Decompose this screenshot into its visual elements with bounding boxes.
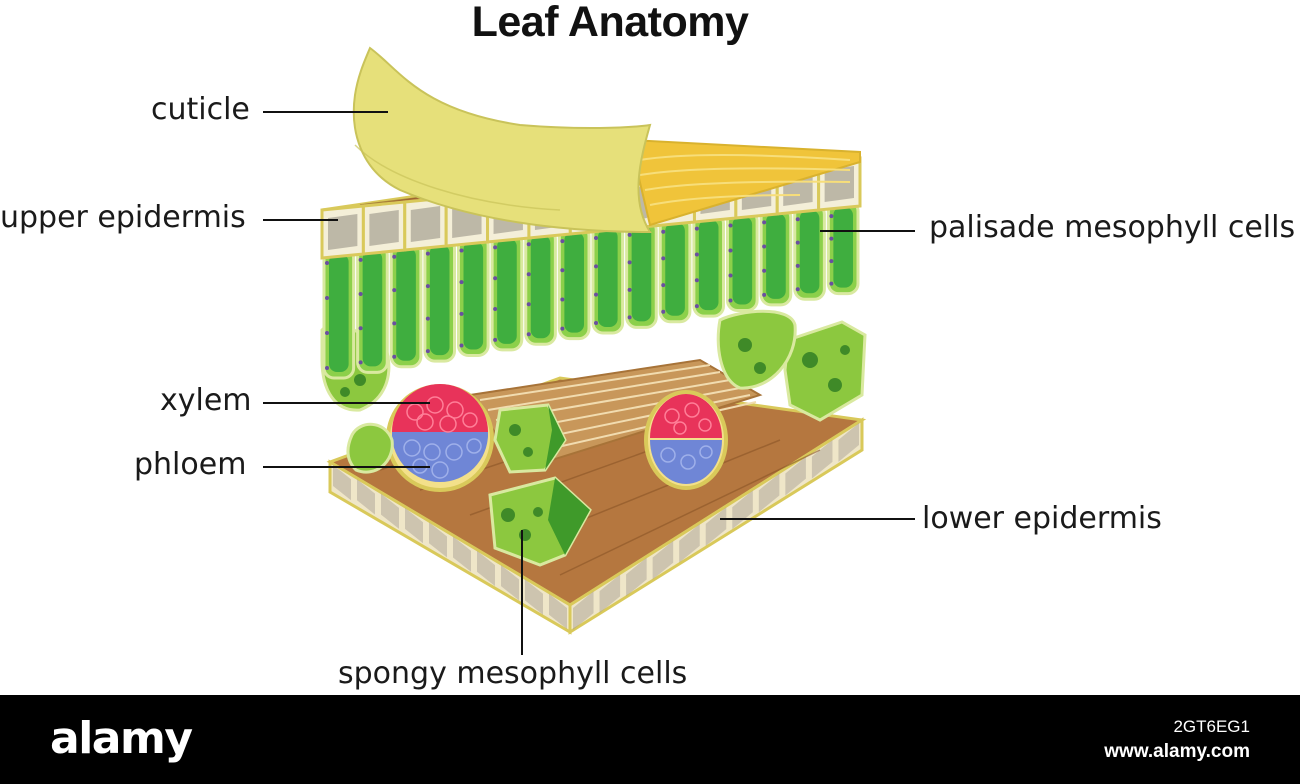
spongy-mesophyll-cells: [320, 309, 867, 567]
page-title: Leaf Anatomy: [471, 0, 749, 46]
epidermis-cell: [549, 593, 567, 629]
epidermis-cell: [652, 540, 674, 580]
epidermis-cell: [429, 522, 447, 558]
vascular-bundle-right: [644, 390, 728, 490]
palisade-cell: [759, 205, 793, 307]
palisade-cell: [625, 218, 658, 329]
epidermis-cell: [838, 423, 859, 462]
site-url: www.alamy.com: [1104, 741, 1250, 762]
footer-bar: alamy 2GT6EG1 www.alamy.com: [0, 695, 1300, 784]
epidermis-cell: [705, 507, 727, 546]
palisade-cell: [389, 240, 423, 369]
epidermis-cell: [381, 493, 399, 529]
palisade-cell: [793, 202, 826, 301]
epidermis-cell: [405, 507, 423, 544]
label-cuticle: cuticle: [151, 92, 250, 127]
vascular-bundle-left: [386, 384, 494, 492]
palisade-cell: [356, 243, 389, 374]
label-upper-epidermis: upper epidermis: [0, 200, 246, 235]
epidermis-cell: [811, 439, 833, 479]
epidermis-cell: [599, 574, 621, 614]
epidermis-cell: [477, 550, 495, 587]
leaf-cross-section-diagram: [263, 46, 915, 655]
palisade-cell: [658, 215, 692, 324]
epidermis-cell: [626, 557, 647, 597]
palisade-cell: [692, 212, 725, 318]
epidermis-cell: [573, 591, 594, 630]
palisade-cell: [457, 234, 490, 357]
brand-logo: alamy: [50, 713, 193, 764]
palisade-cell: [557, 224, 591, 341]
epidermis-cell: [453, 536, 471, 572]
palisade-cell: [490, 230, 524, 352]
label-palisade-mesophyll: palisade mesophyll cells: [929, 210, 1296, 245]
label-phloem: phloem: [134, 447, 247, 482]
palisade-cell: [524, 227, 557, 346]
epidermis-cell: [320, 204, 365, 260]
palisade-cell: [591, 221, 625, 335]
palisade-cell: [826, 199, 860, 296]
epidermis-cell: [679, 523, 700, 563]
epidermis-cell: [758, 473, 780, 513]
epidermis-cell: [357, 479, 375, 515]
cuticle-layer: [352, 46, 861, 234]
palisade-cell: [423, 237, 456, 363]
epidermis-cell: [501, 565, 519, 601]
epidermis-cell: [403, 196, 448, 252]
palisade-cell: [726, 209, 759, 312]
label-xylem: xylem: [160, 383, 252, 418]
epidermis-cell: [361, 200, 407, 256]
leader-lines: [263, 111, 915, 655]
label-lower-epidermis: lower epidermis: [922, 501, 1162, 536]
epidermis-cell: [333, 465, 351, 501]
label-spongy-mesophyll: spongy mesophyll cells: [338, 656, 688, 691]
palisade-cell: [322, 246, 356, 380]
epidermis-cell: [525, 579, 543, 615]
epidermis-cell: [785, 456, 806, 496]
image-id: 2GT6EG1: [1173, 717, 1250, 736]
